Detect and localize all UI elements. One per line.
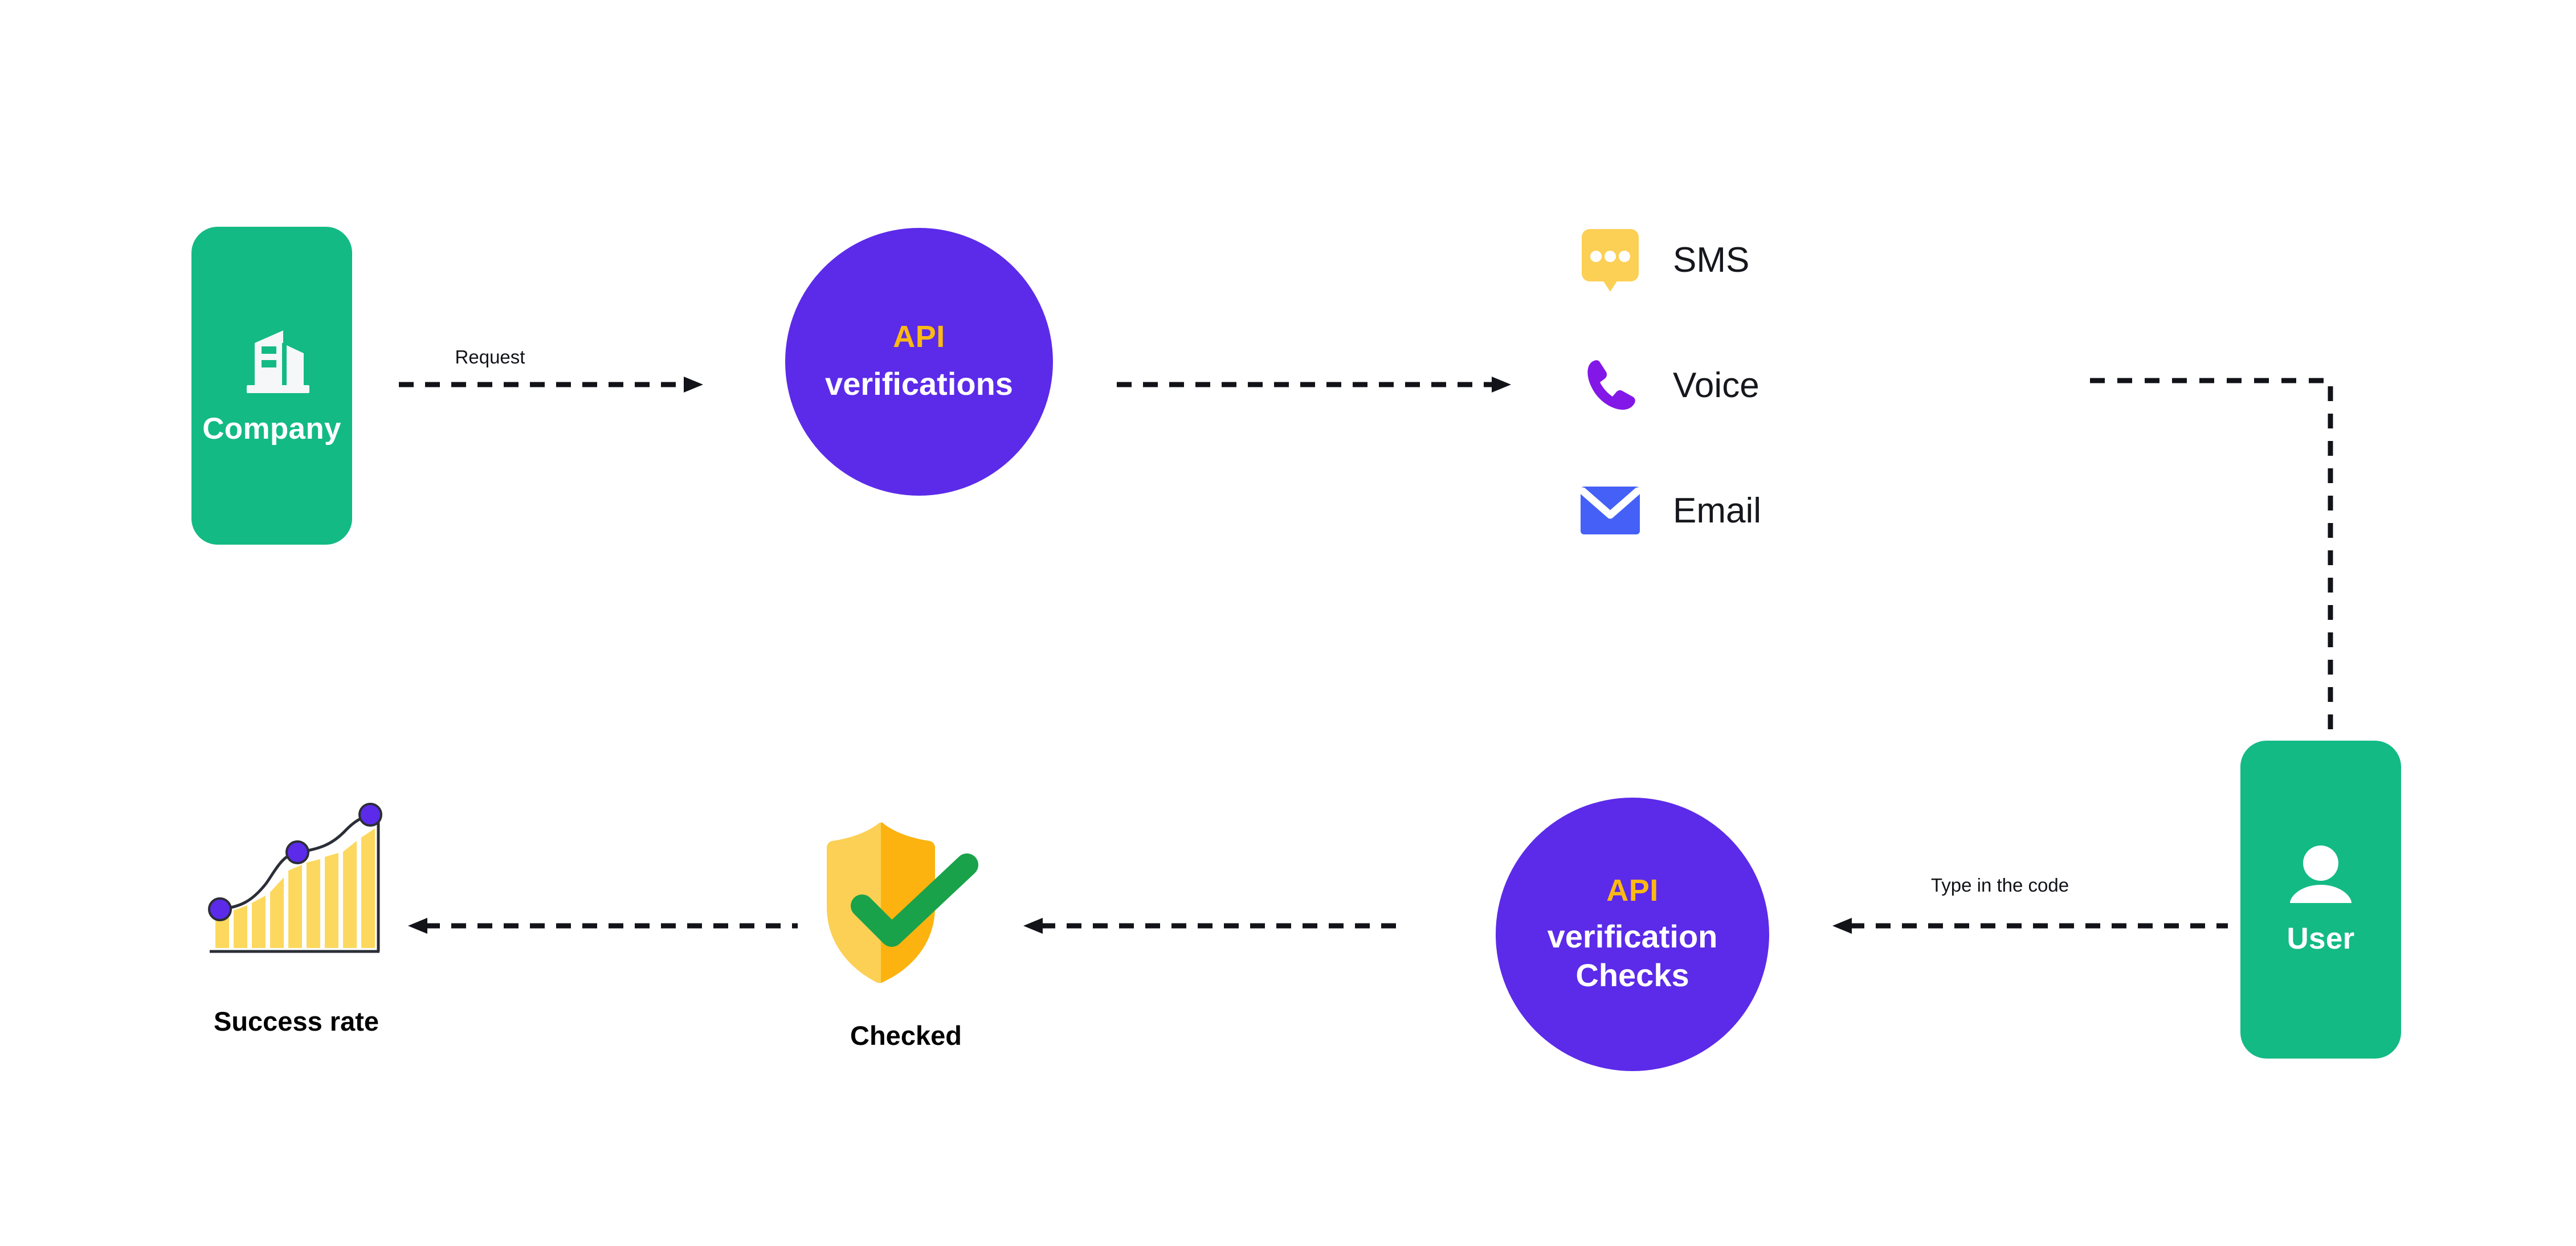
channel-sms[interactable]: SMS xyxy=(1578,228,1749,292)
sms-chat-bubble-icon xyxy=(1578,228,1642,292)
chart-bars xyxy=(215,828,375,948)
person-avatar-icon xyxy=(2287,844,2355,908)
user-to-checks-arrow xyxy=(1832,918,2228,934)
chart-marker xyxy=(285,840,309,864)
shield-check-icon xyxy=(812,820,1000,986)
success-rate-chart[interactable] xyxy=(205,798,387,969)
api-checks-subtitle-line2: Checks xyxy=(1575,957,1689,994)
checked-caption: Checked xyxy=(850,1020,962,1051)
channels-to-user-corner-connector xyxy=(2090,378,2333,735)
envelope-icon xyxy=(1578,479,1642,542)
channel-sms-label: SMS xyxy=(1673,240,1750,280)
api-verifications-api-word: API xyxy=(893,320,945,354)
api-verifications-node[interactable]: API verifications xyxy=(785,228,1053,496)
checks-to-shield-arrow xyxy=(1023,918,1396,934)
building-icon xyxy=(234,326,309,398)
api-to-channels-arrow xyxy=(1117,377,1511,393)
api-checks-api-word: API xyxy=(1606,873,1659,908)
channel-voice[interactable]: Voice xyxy=(1578,353,1759,417)
channel-voice-label: Voice xyxy=(1673,365,1759,405)
request-connector-arrow xyxy=(399,377,703,393)
channel-email-label: Email xyxy=(1673,491,1762,530)
user-card-label: User xyxy=(2287,921,2355,955)
type-in-the-code-label: Type in the code xyxy=(1930,875,2069,896)
chart-marker xyxy=(208,897,232,921)
api-checks-subtitle-line1: verification xyxy=(1547,918,1718,954)
chart-marker xyxy=(358,803,382,827)
company-card-label: Company xyxy=(202,411,341,446)
success-rate-caption: Success rate xyxy=(213,1006,379,1036)
api-verifications-subtitle: verifications xyxy=(825,366,1013,402)
request-connector-label: Request xyxy=(455,346,525,367)
api-verification-checks-node[interactable]: API verification Checks xyxy=(1496,798,1769,1071)
checked-shield-group[interactable] xyxy=(812,820,1000,986)
phone-handset-icon xyxy=(1578,353,1642,417)
user-card[interactable]: User xyxy=(2240,741,2401,1059)
company-card[interactable]: Company xyxy=(191,227,352,545)
channel-email[interactable]: Email xyxy=(1578,479,1761,542)
shield-to-chart-arrow xyxy=(408,918,798,934)
